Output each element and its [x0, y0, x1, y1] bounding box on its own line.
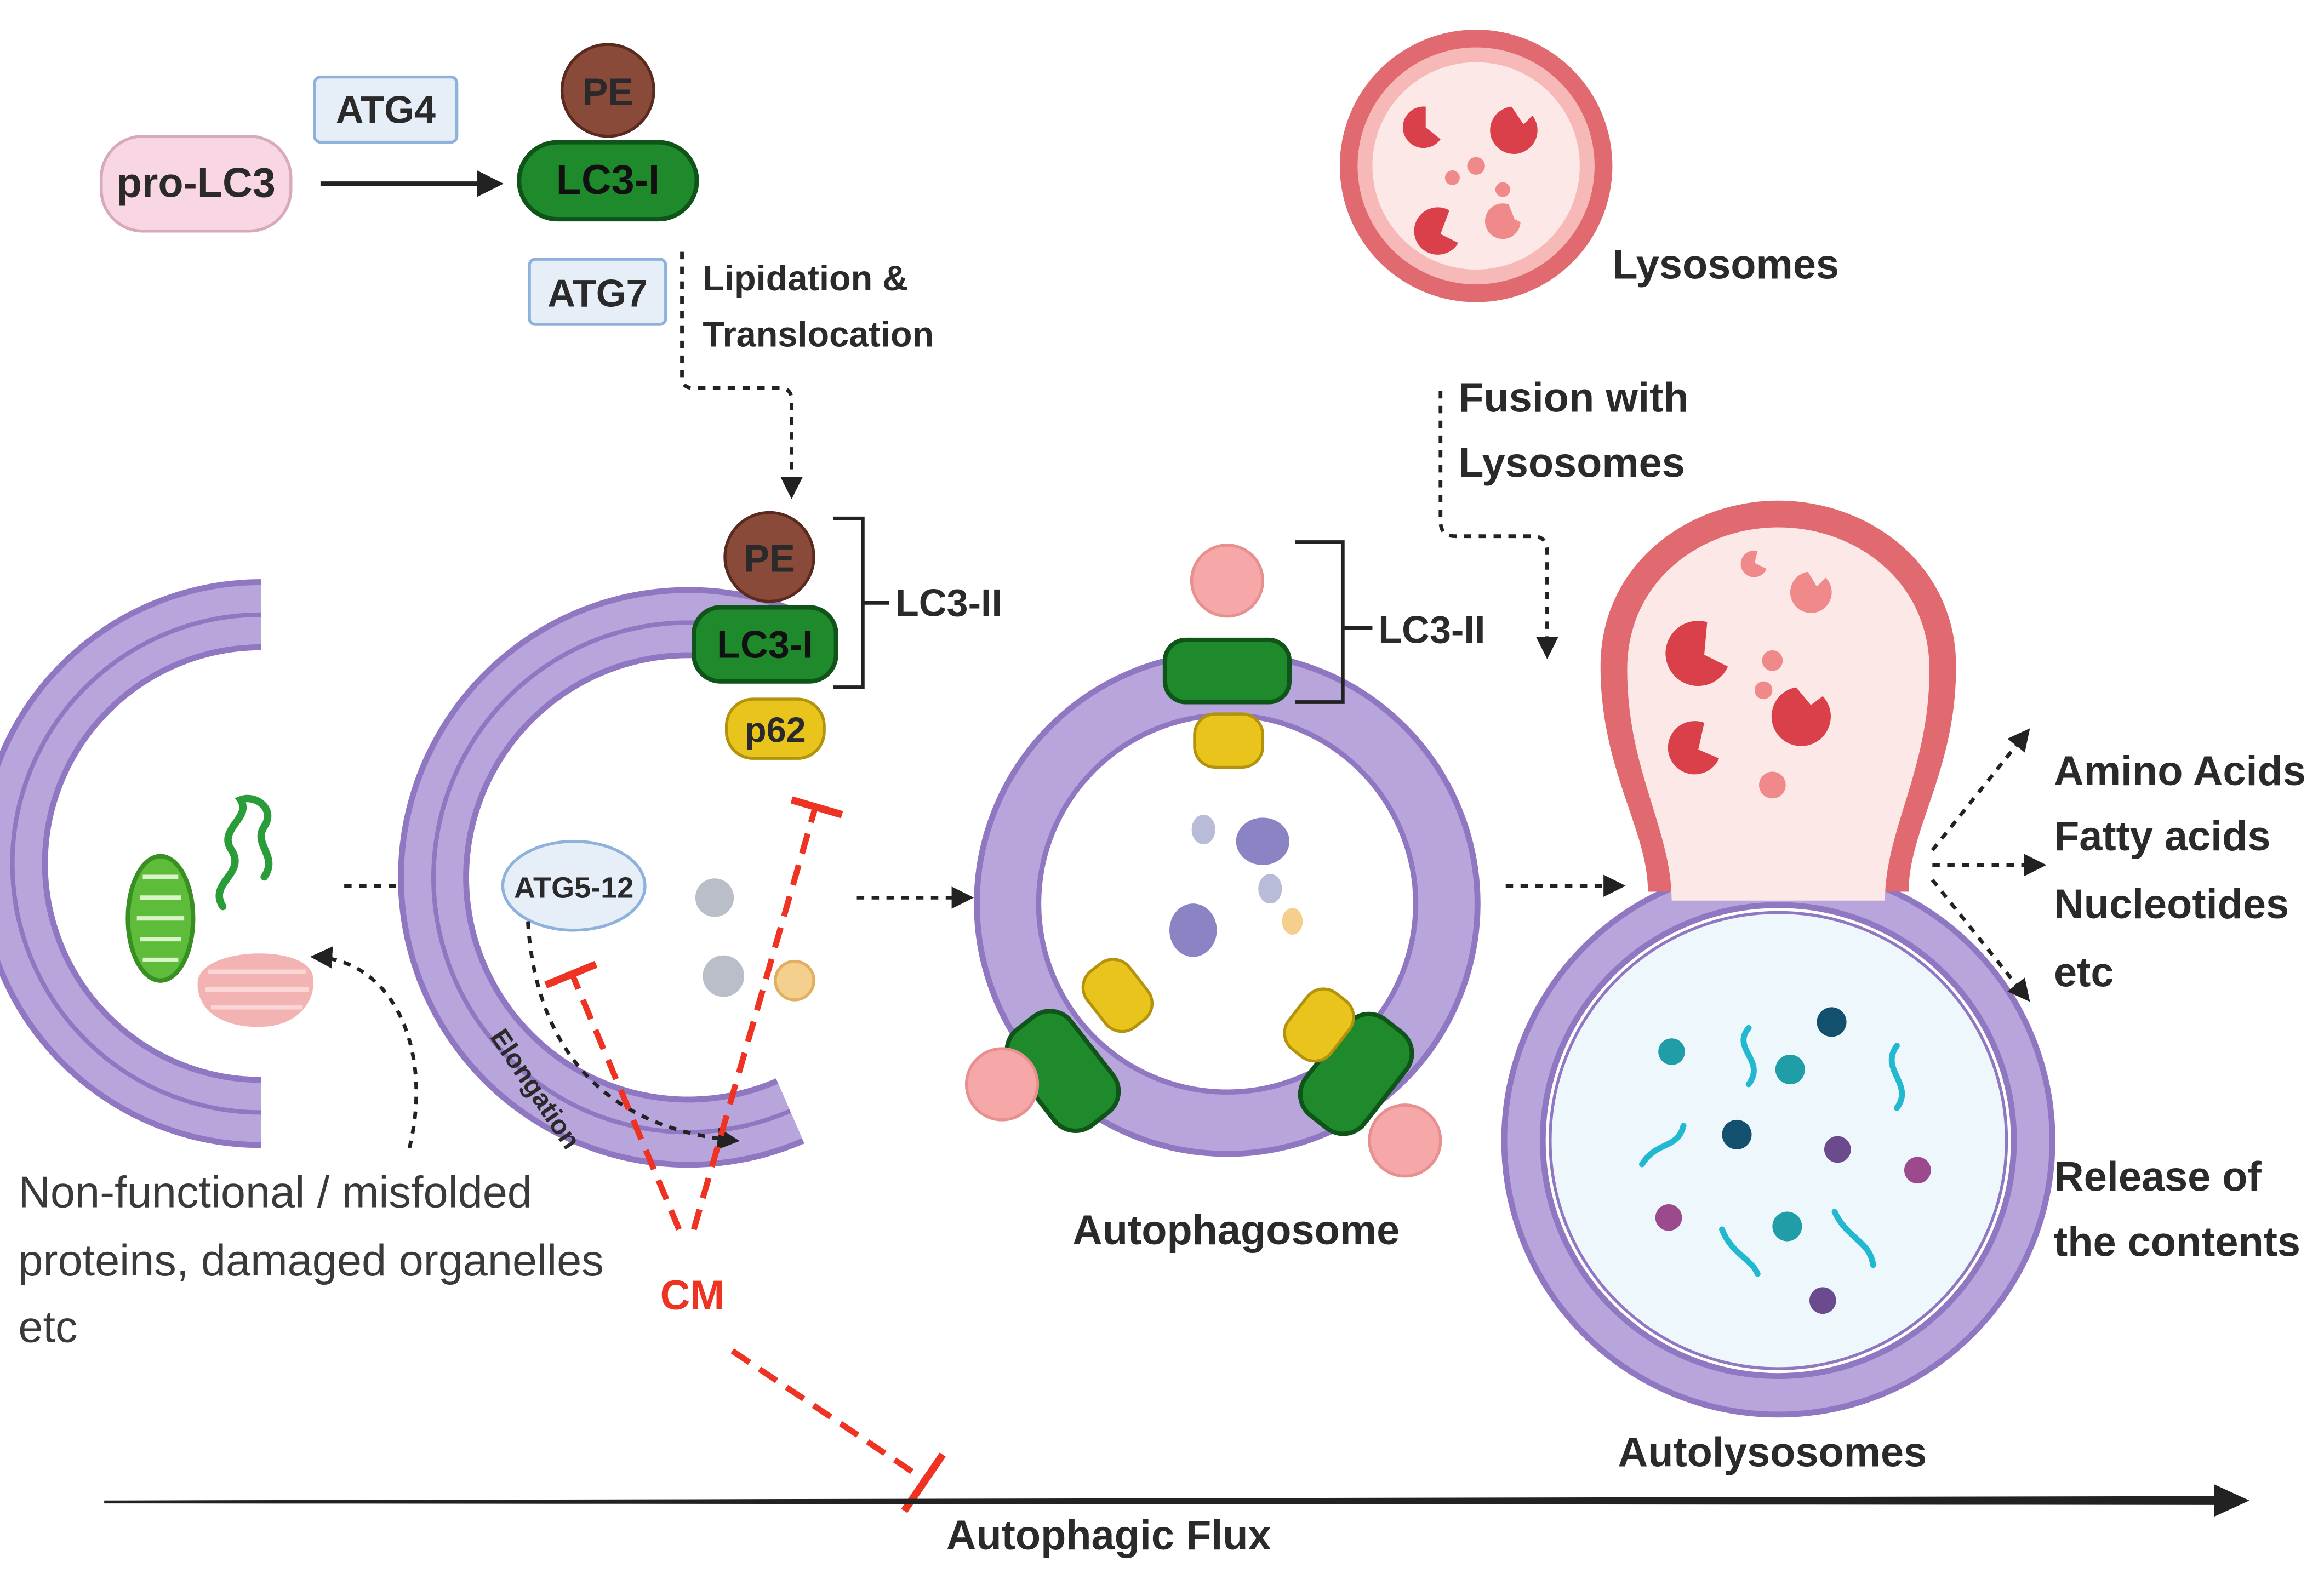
- release-label-line1: Release of: [2054, 1154, 2262, 1200]
- cm-inhibition-elongation: [544, 960, 682, 1231]
- atg7-box: ATG7: [528, 258, 667, 326]
- pe-top-node: PE: [560, 43, 655, 138]
- cm-label: CM: [660, 1272, 725, 1319]
- substrates-line2: proteins, damaged organelles: [18, 1236, 603, 1285]
- lc3-i-mid-node: LC3-I: [692, 605, 838, 684]
- lipidation-label-line2: Translocation: [703, 314, 934, 354]
- cm-inhibition-p62: [690, 796, 843, 1231]
- mitochondrion-icon: [125, 854, 196, 983]
- autophagic-flux-label: Autophagic Flux: [946, 1512, 1271, 1559]
- lysosome-icon: [1339, 30, 1613, 302]
- misfolded-protein-icon: [215, 794, 273, 911]
- substrates-line1: Non-functional / misfolded: [18, 1168, 532, 1217]
- product-etc: etc: [2054, 949, 2114, 996]
- svg-text:ATG4: ATG4: [336, 88, 436, 131]
- substrates-line3: etc: [18, 1302, 77, 1352]
- svg-text:ATG7: ATG7: [547, 272, 647, 315]
- autolysosome-contents: [1639, 1007, 1931, 1314]
- atg5-12-node: ATG5-12: [501, 839, 647, 932]
- release-label-line2: the contents: [2054, 1219, 2300, 1266]
- pe-mid-node: PE: [723, 511, 815, 603]
- autophagosome-lc3-left: [964, 958, 1154, 1134]
- lc3-ii-right-bracket: [1295, 540, 1373, 704]
- lc3-i-top-node: LC3-I: [517, 140, 699, 222]
- fusion-label-line2: Lysosomes: [1458, 440, 1685, 487]
- pro-lc3-node: pro-LC3: [100, 135, 293, 233]
- autolysosome-body: [1501, 863, 2055, 1418]
- autophagosome-cargo: [1169, 814, 1303, 957]
- fusion-arrow: [1438, 391, 1558, 660]
- autolysosome-head: [1600, 500, 1956, 901]
- product-amino-acids: Amino Acids: [2054, 748, 2306, 794]
- autophagosome-lc3-top: [1162, 544, 1292, 769]
- recruitment-curve-arrow: [310, 946, 418, 1149]
- lysosomes-label: Lysosomes: [1612, 241, 1839, 288]
- lipidation-label-line1: Lipidation &: [703, 258, 908, 298]
- fusion-label-line1: Fusion with: [1458, 375, 1688, 421]
- svg-text:ATG5-12: ATG5-12: [514, 871, 633, 904]
- autophagosome-label: Autophagosome: [1072, 1207, 1400, 1254]
- svg-text:p62: p62: [745, 710, 806, 750]
- p62-node: p62: [724, 697, 826, 760]
- svg-text:LC3-I: LC3-I: [717, 622, 813, 666]
- lc3-ii-left-label: LC3-II: [895, 581, 1002, 625]
- autophagosome-lc3-right: [1283, 987, 1442, 1178]
- release-arrows: [1931, 728, 2047, 1002]
- autolysosomes-label: Autolysosomes: [1618, 1429, 1927, 1476]
- damaged-organelle-icon: [197, 953, 313, 1027]
- translocation-arrow: [680, 251, 803, 500]
- svg-text:LC3-I: LC3-I: [556, 157, 660, 203]
- svg-text:PE: PE: [744, 537, 795, 580]
- atg4-box: ATG4: [313, 75, 459, 144]
- cargo-vesicles: [695, 878, 815, 1002]
- lc3-ii-right-label: LC3-II: [1378, 608, 1485, 651]
- elongation-arrow: [526, 921, 740, 1150]
- autophagic-flux-arrow: [104, 1484, 2249, 1517]
- svg-text:PE: PE: [582, 70, 633, 113]
- cm-inhibition-flux: [730, 1348, 946, 1513]
- product-fatty-acids: Fatty acids: [2054, 813, 2270, 860]
- lc3-ii-left-bracket: [833, 516, 890, 689]
- svg-text:pro-LC3: pro-LC3: [117, 160, 276, 207]
- product-nucleotides: Nucleotides: [2054, 881, 2289, 928]
